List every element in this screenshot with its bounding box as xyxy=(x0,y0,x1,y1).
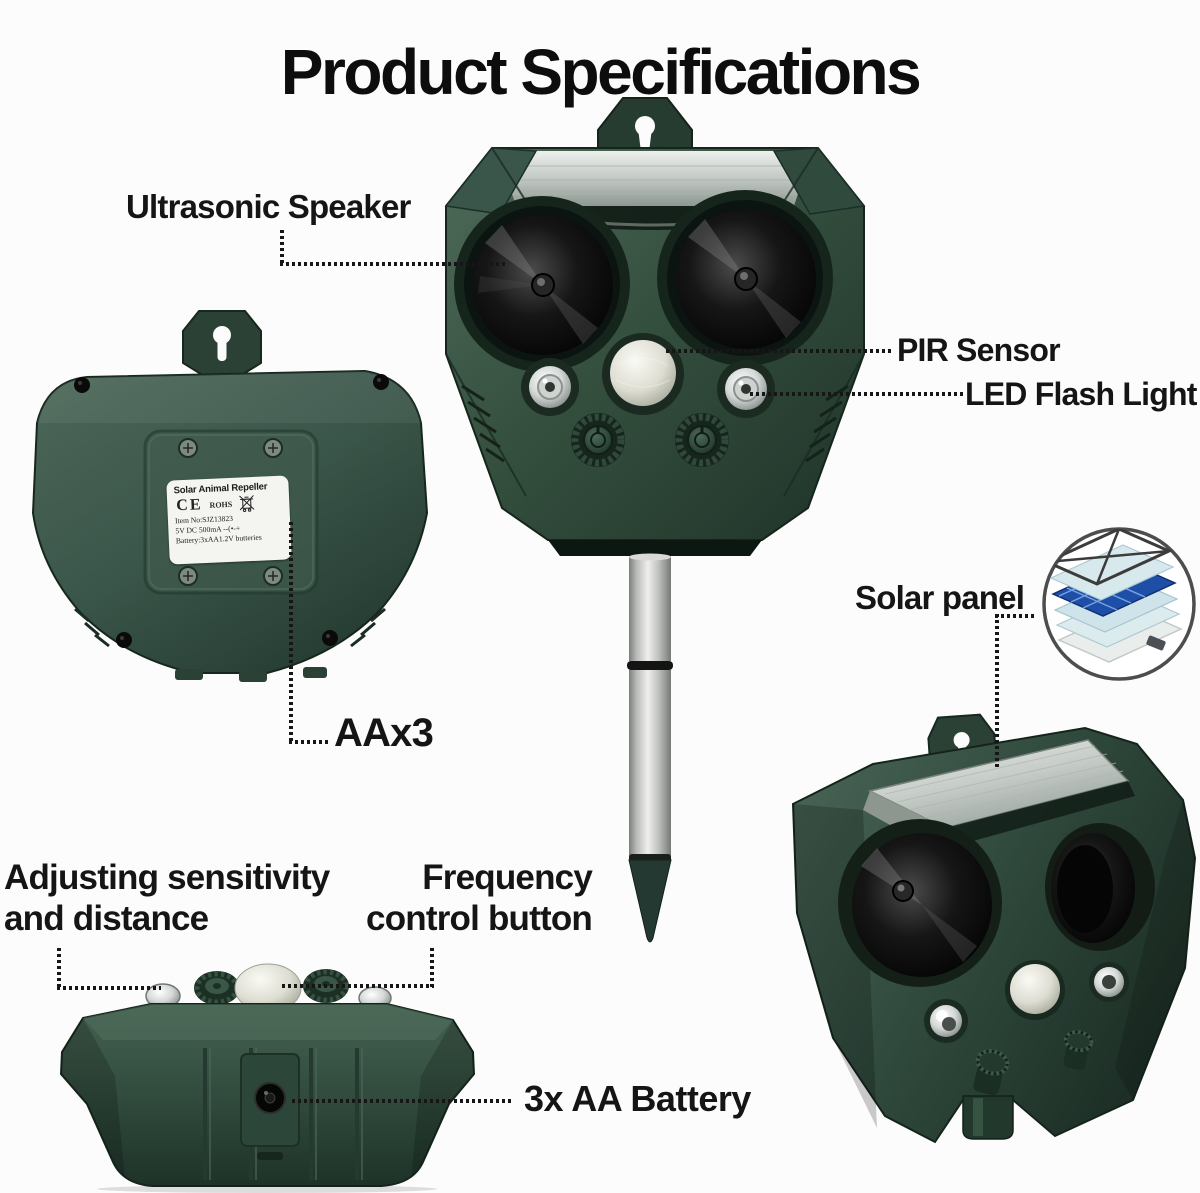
label-frequency-line1: Frequency xyxy=(422,858,593,897)
sensitivity-knob-top xyxy=(194,971,240,1005)
leader-ultrasonic-vertical xyxy=(280,230,284,266)
leader-aax3-horizontal xyxy=(289,740,329,744)
label-led-flash-light: LED Flash Light xyxy=(965,376,1197,412)
pir-sensor-dome xyxy=(1005,960,1065,1020)
rohs-mark: ROHS xyxy=(209,499,233,510)
leader-adjusting-horizontal xyxy=(57,986,161,990)
frequency-knob xyxy=(1063,1030,1094,1070)
dc-jack xyxy=(240,1053,300,1147)
ground-stake xyxy=(627,553,673,943)
leader-battery-horizontal xyxy=(292,1099,512,1103)
pir-sensor-dome xyxy=(602,333,684,415)
front-view-illustration xyxy=(444,97,866,943)
ultrasonic-speaker-right xyxy=(657,190,833,366)
label-solar-panel: Solar panel xyxy=(855,579,1025,616)
led-flash-light-left xyxy=(521,358,579,416)
junction-box xyxy=(1146,635,1166,651)
label-pir-sensor: PIR Sensor xyxy=(897,332,1061,368)
label-adjusting-line1: Adjusting sensitivity xyxy=(4,858,330,897)
bottom-tabs xyxy=(175,667,327,682)
sensitivity-knob xyxy=(571,413,625,467)
ultrasonic-speaker-left xyxy=(454,196,630,372)
ultrasonic-speaker-left xyxy=(838,819,1002,987)
led-flash-light-right xyxy=(717,360,775,418)
device-spec-label: Solar Animal Repeller CE ROHS Item No:SJ… xyxy=(166,475,292,565)
label-3x-aa-battery: 3x AA Battery xyxy=(524,1078,751,1119)
label-ultrasonic-speaker: Ultrasonic Speaker xyxy=(126,188,411,225)
led-flash-light-right xyxy=(1089,962,1129,1002)
label-frequency-line2: control button xyxy=(366,899,593,939)
leader-ultrasonic-horizontal xyxy=(280,262,506,266)
page-title: Product Specifications xyxy=(280,35,922,108)
sensitivity-knob xyxy=(973,1049,1010,1096)
leader-frequency-vertical xyxy=(430,948,434,988)
bottom-view-image xyxy=(55,956,480,1193)
leader-adjusting-vertical xyxy=(57,948,61,990)
front-view-image xyxy=(440,88,870,960)
bottom-view-illustration xyxy=(59,963,476,1193)
label-adjusting-line2: and distance xyxy=(4,899,209,939)
ultrasonic-speaker-right xyxy=(1045,823,1155,951)
leader-frequency-horizontal xyxy=(282,984,434,988)
led-flash-light-left xyxy=(924,999,968,1043)
angled-view-illustration xyxy=(791,713,1197,1144)
leader-pir-horizontal xyxy=(666,349,893,353)
angled-view-image xyxy=(785,708,1200,1193)
corner-screws xyxy=(74,374,389,648)
ce-mark: CE xyxy=(175,496,203,515)
mounting-tube xyxy=(962,1095,1014,1140)
label-adjusting-sensitivity: Adjusting sensitivity and distance xyxy=(4,857,330,940)
solar-panel-detail-image xyxy=(1037,522,1200,687)
frequency-knob xyxy=(675,413,729,467)
label-aax3: AAx3 xyxy=(334,711,434,755)
leader-solar-vertical xyxy=(995,614,999,770)
leader-led-horizontal xyxy=(750,392,963,396)
frame-layer xyxy=(1044,529,1173,586)
bottom-slot xyxy=(257,1152,283,1160)
label-frequency-control: Frequency control button xyxy=(360,857,593,940)
leader-solar-horizontal xyxy=(995,614,1037,618)
leader-aax3-vertical xyxy=(289,522,293,744)
solar-panel-exploded-diagram xyxy=(1042,527,1196,681)
weee-icon xyxy=(239,494,255,512)
